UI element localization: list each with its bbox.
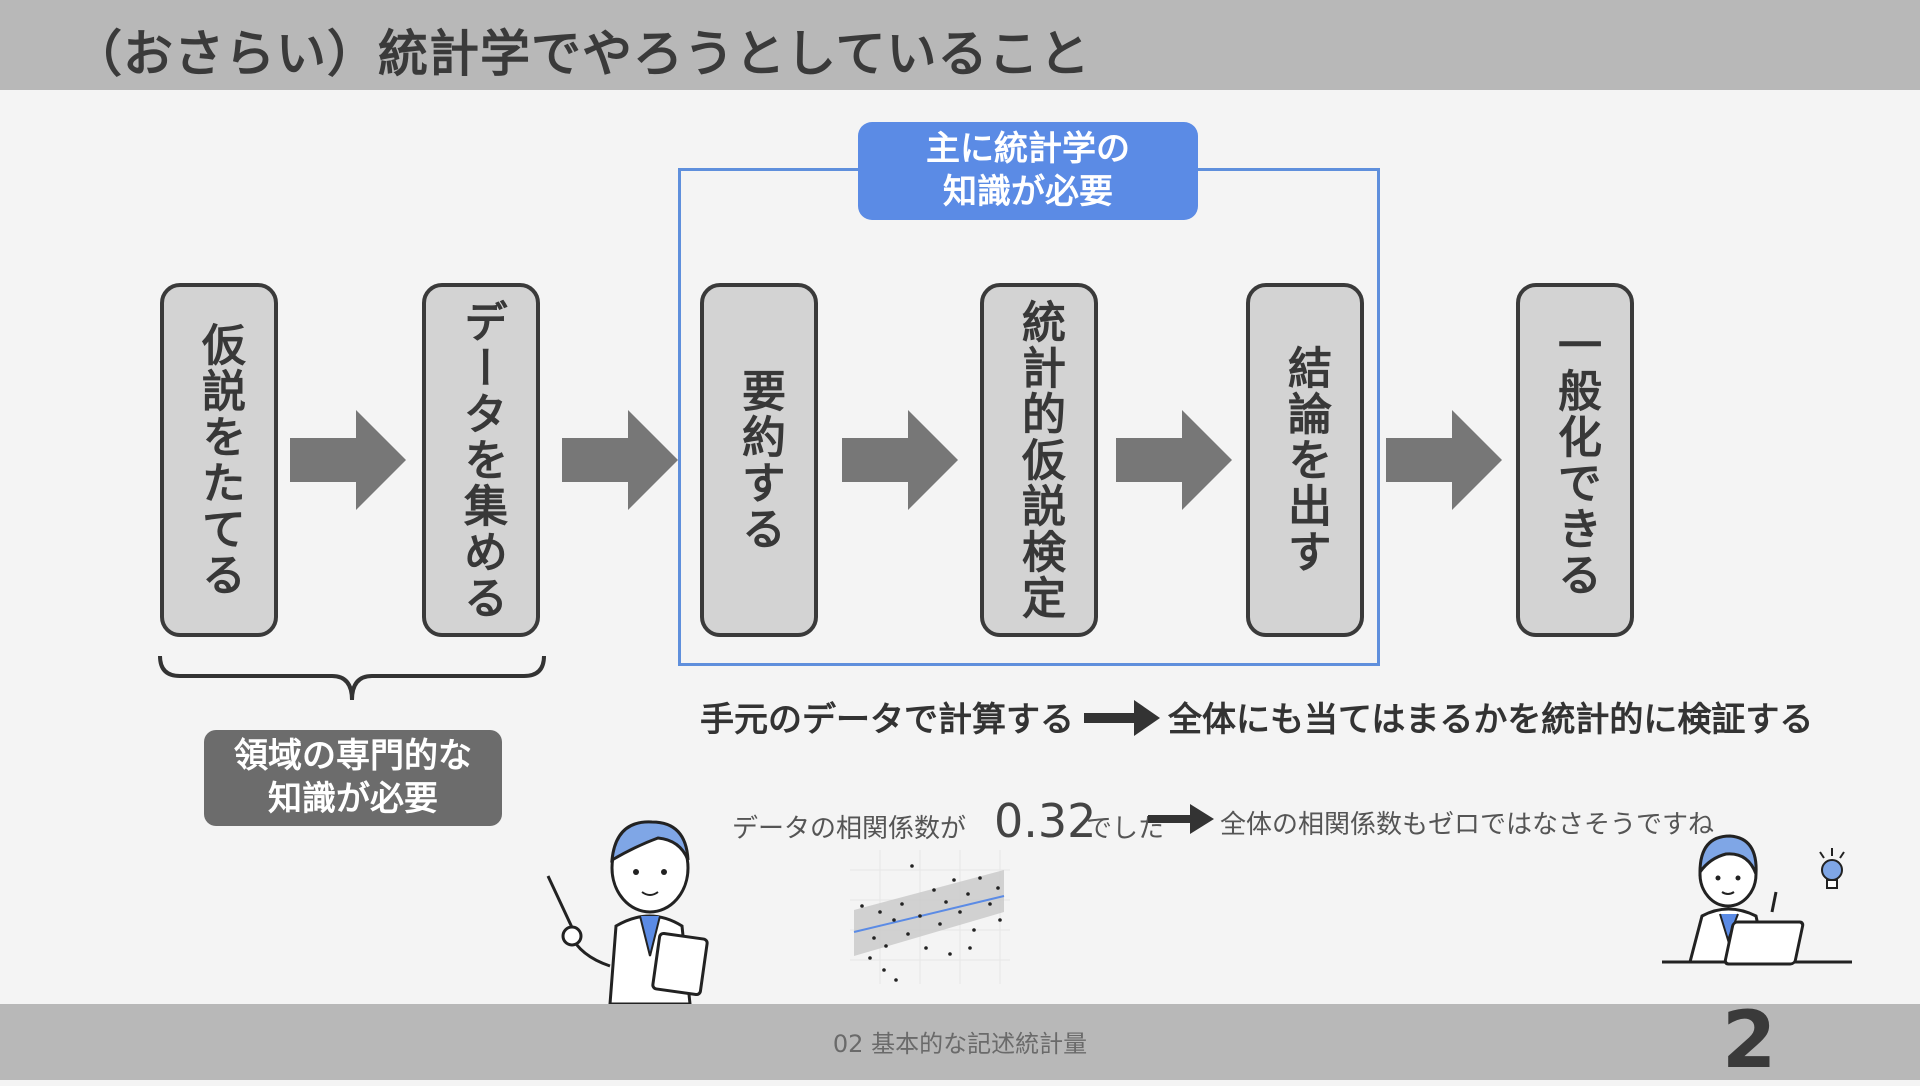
step-generalize: 一般化できる — [1516, 283, 1634, 637]
step-hypothesis-test: 統計的仮説検定 — [980, 283, 1098, 637]
student-illustration — [1662, 834, 1852, 966]
scatter-plot-illustration — [850, 850, 1010, 984]
footer-section-title: 02 基本的な記述統計量 — [832, 1030, 1088, 1058]
step-label: データを集める — [456, 299, 507, 621]
statistics-label-line1: 主に統計学の — [926, 129, 1130, 169]
teacher-illustration — [546, 820, 709, 1004]
domain-knowledge-label: 領域の専門的な 知識が必要 — [204, 730, 502, 826]
calc-text: 手元のデータで計算する — [700, 700, 1074, 740]
arrow-right-icon — [1116, 410, 1232, 510]
population-text: 全体の相関係数もゼロではなさそうですね — [1220, 810, 1715, 840]
footer-bar — [0, 1004, 1920, 1080]
step-collect-data: データを集める — [422, 283, 540, 637]
arrow-right-icon — [562, 410, 678, 510]
step-conclusion: 結論を出す — [1246, 283, 1364, 637]
sample-correlation-value: 0.32 — [994, 794, 1097, 848]
step-label: 要約する — [734, 368, 785, 552]
step-label: 統計的仮説検定 — [1014, 299, 1065, 621]
arrow-right-icon — [290, 410, 406, 510]
arrow-right-icon — [1386, 410, 1502, 510]
statistics-label-line2: 知識が必要 — [943, 172, 1113, 212]
slide-title: （おさらい）統計学でやろうとしていること — [72, 25, 1091, 83]
sample-text-prefix: データの相関係数が — [732, 814, 967, 844]
domain-label-line2: 知識が必要 — [268, 779, 438, 819]
step-hypothesis: 仮説をたてる — [160, 283, 278, 637]
step-label: 仮説をたてる — [194, 322, 245, 598]
arrow-right-icon — [1084, 700, 1160, 736]
curly-brace-icon — [158, 655, 546, 701]
step-label: 結論を出す — [1280, 345, 1331, 575]
statistics-knowledge-label: 主に統計学の 知識が必要 — [858, 122, 1198, 220]
arrow-right-icon — [842, 410, 958, 510]
header-bar — [0, 0, 1920, 90]
verify-text: 全体にも当てはまるかを統計的に検証する — [1168, 700, 1814, 740]
arrow-right-icon — [1148, 804, 1214, 834]
page-number: 2 — [1722, 996, 1777, 1086]
step-summarize: 要約する — [700, 283, 818, 637]
step-label: 一般化できる — [1550, 322, 1601, 598]
domain-label-line1: 領域の専門的な — [234, 736, 472, 776]
